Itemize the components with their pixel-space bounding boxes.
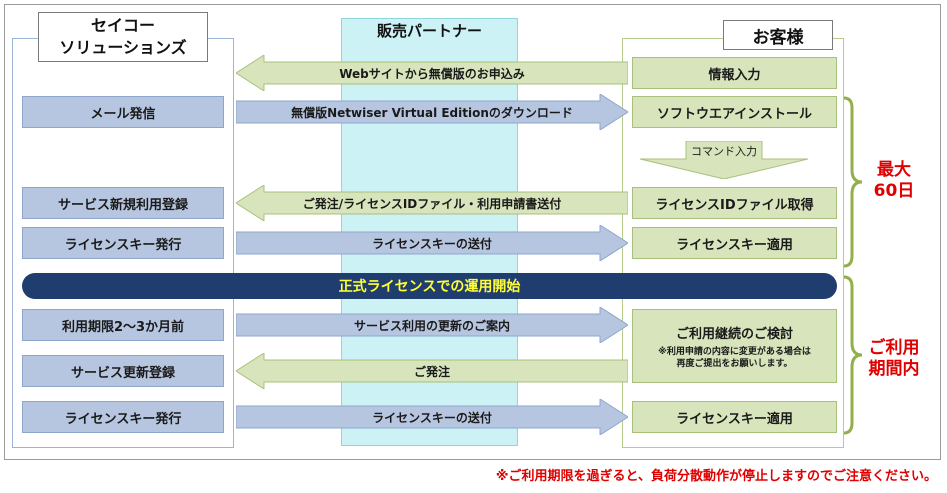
- new-registration-box: サービス新規利用登録: [22, 187, 224, 219]
- order-arrow: ご発注: [236, 353, 628, 389]
- max-label-line2: 60日: [873, 181, 915, 201]
- license-key-apply-box-2: ライセンスキー適用: [632, 401, 837, 433]
- license-key-send-label: ライセンスキーの送付: [372, 236, 492, 251]
- web-application-arrow: Webサイトから無償版のお申込み: [236, 55, 628, 91]
- seiko-header-line2: ソリューションズ: [59, 38, 187, 57]
- service-renewal-box: サービス更新登録: [22, 355, 224, 387]
- renewal-guide-label: サービス利用の更新のご案内: [353, 318, 510, 333]
- command-input-label: コマンド入力: [691, 145, 757, 158]
- command-input-arrow: コマンド入力: [640, 141, 808, 179]
- review-note-line2: 再度ご提出をお願いします。: [676, 358, 793, 369]
- continuation-review-box: ご利用継続のご検討 ※利用申請の内容に変更がある場合は 再度ご提出をお願いします…: [632, 309, 837, 383]
- info-input-box: 情報入力: [632, 57, 837, 89]
- max-label-line1: 最大: [877, 160, 911, 180]
- operation-start-banner: 正式ライセンスでの運用開始: [22, 273, 837, 299]
- expiry-footnote: ※ご利用期限を過ぎると、負荷分散動作が停止しますのでご注意ください。: [495, 469, 937, 484]
- license-key-send-arrow: ライセンスキーの送付: [236, 225, 628, 261]
- period-label-line1: ご利用: [868, 338, 920, 358]
- software-install-box: ソフトウエアインストール: [632, 96, 837, 128]
- license-key-send-label-2: ライセンスキーの送付: [372, 410, 492, 425]
- review-note-line1: ※利用申請の内容に変更がある場合は: [658, 346, 811, 357]
- seiko-header: セイコー ソリューションズ: [38, 12, 208, 62]
- period-label-line2: 期間内: [868, 359, 920, 379]
- download-label: 無償版Netwiser Virtual Editionのダウンロード: [291, 105, 573, 120]
- download-arrow: 無償版Netwiser Virtual Editionのダウンロード: [236, 94, 628, 130]
- max-period-brace: [843, 96, 863, 268]
- license-key-issue-box-2: ライセンスキー発行: [22, 401, 224, 433]
- review-title: ご利用継続のご検討: [675, 326, 793, 342]
- renewal-guide-arrow: サービス利用の更新のご案内: [236, 307, 628, 343]
- order-submission-arrow: ご発注/ライセンスIDファイル・利用申請書送付: [236, 185, 628, 221]
- license-key-apply-box: ライセンスキー適用: [632, 227, 837, 259]
- customer-header: お客様: [723, 20, 833, 50]
- max-60-days-label: 最大 60日: [864, 160, 924, 202]
- order-submission-label: ご発注/ライセンスIDファイル・利用申請書送付: [302, 196, 562, 211]
- license-id-file-box: ライセンスIDファイル取得: [632, 187, 837, 219]
- usage-period-brace: [843, 275, 863, 435]
- web-application-label: Webサイトから無償版のお申込み: [339, 66, 525, 81]
- license-key-issue-box: ライセンスキー発行: [22, 227, 224, 259]
- license-key-send-arrow-2: ライセンスキーの送付: [236, 399, 628, 435]
- renewal-notice-timing-box: 利用期限2～3か月前: [22, 309, 224, 341]
- usage-period-label: ご利用 期間内: [860, 338, 928, 380]
- mail-send-box: メール発信: [22, 96, 224, 128]
- partner-header: 販売パートナー: [376, 21, 482, 40]
- order-label: ご発注: [413, 364, 450, 379]
- seiko-header-line1: セイコー: [90, 16, 155, 35]
